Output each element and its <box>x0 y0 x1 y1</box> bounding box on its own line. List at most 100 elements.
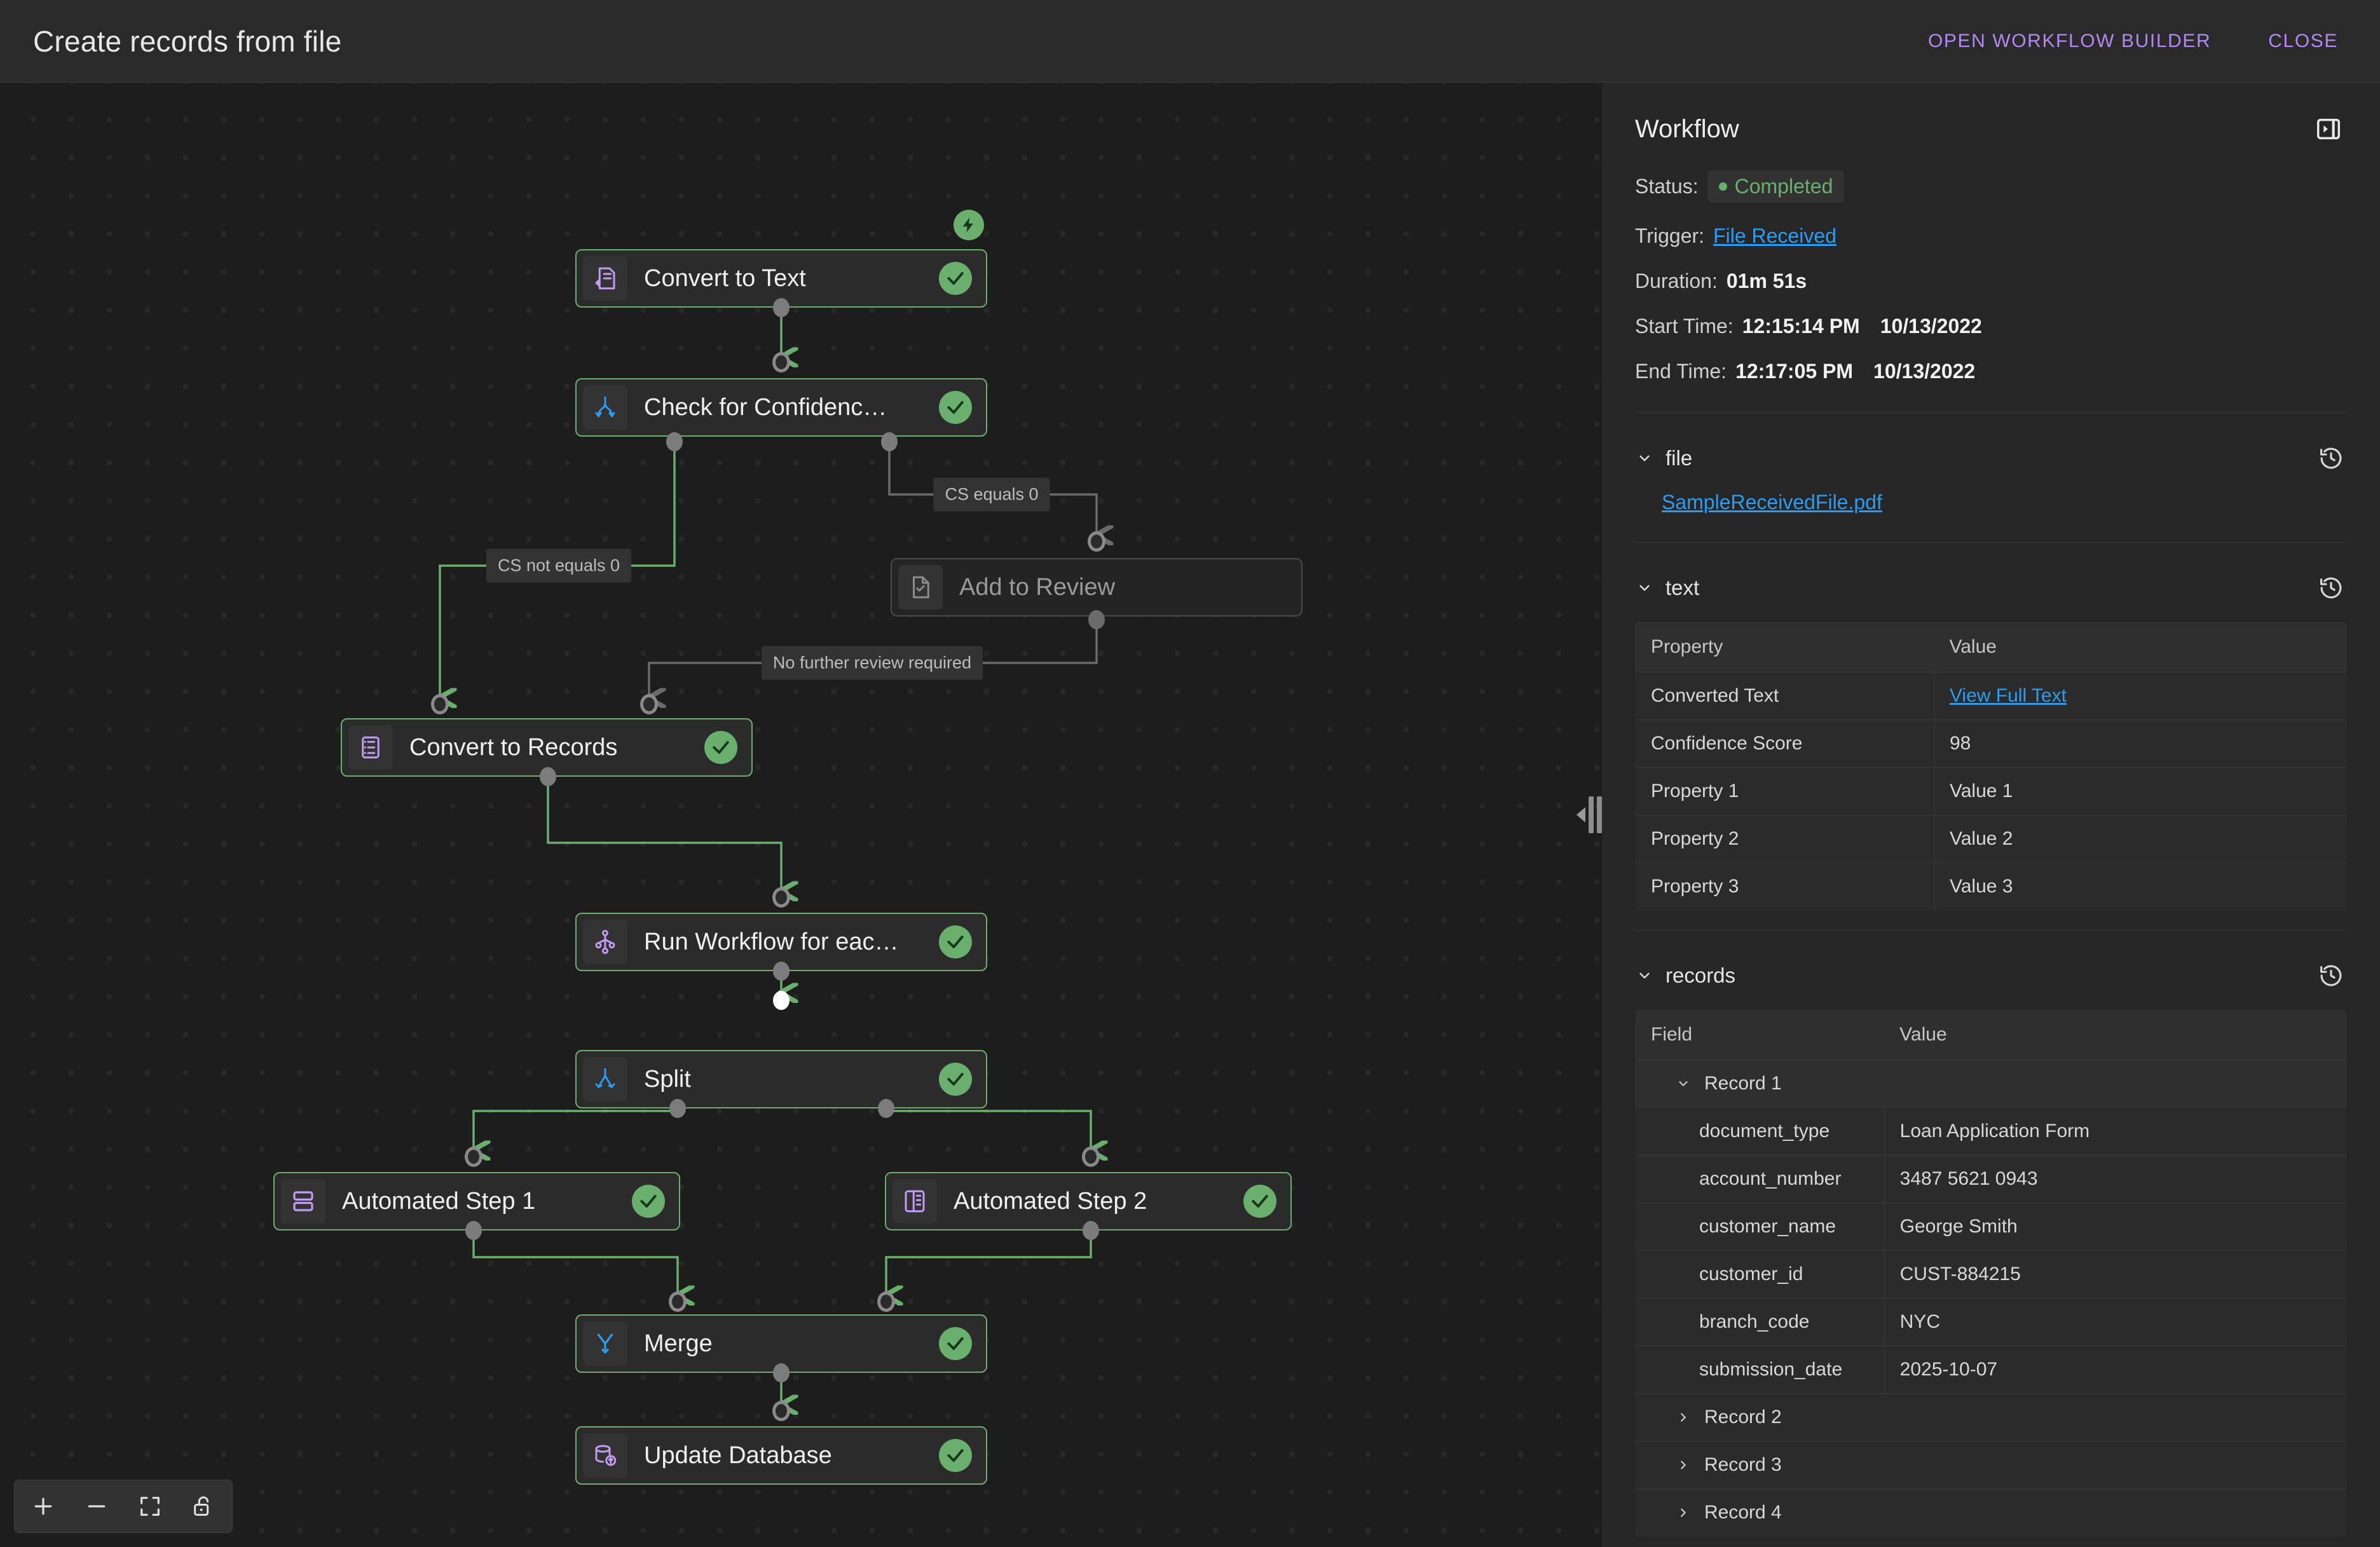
record-group-row[interactable]: Record 2 <box>1636 1393 2346 1441</box>
canvas-zoom-toolbar <box>14 1480 233 1533</box>
section-records-toggle[interactable]: records <box>1635 964 1735 988</box>
node-check-for-confidence[interactable]: Check for Confidenc… <box>575 378 987 437</box>
port-in-merge-left[interactable] <box>669 1291 687 1312</box>
workflow-canvas[interactable]: Convert to Text Check for Confidenc… <box>0 83 1602 1547</box>
unlock-icon[interactable] <box>184 1487 223 1526</box>
port-out-add-to-review[interactable] <box>1088 610 1105 629</box>
cell-record-group: Record 2 <box>1636 1393 2346 1441</box>
port-in-split[interactable] <box>773 991 790 1010</box>
resize-bar <box>1597 796 1602 833</box>
section-text-toggle[interactable]: text <box>1635 576 1699 600</box>
node-automated-step-2[interactable]: Automated Step 2 <box>885 1172 1292 1230</box>
divider <box>1635 412 2347 413</box>
port-in-convert-to-records-a[interactable] <box>431 694 449 714</box>
cell-value: View Full Text <box>1933 672 2346 720</box>
status-check-icon <box>632 1185 665 1218</box>
view-full-text-link[interactable]: View Full Text <box>1949 685 2067 706</box>
record-2-toggle[interactable]: Record 2 <box>1674 1407 2331 1428</box>
history-icon[interactable] <box>2315 442 2347 474</box>
cell-field: branch_code <box>1636 1298 1885 1346</box>
document-convert-icon <box>583 256 627 301</box>
record-group-row[interactable]: Record 1 <box>1636 1060 2346 1108</box>
section-file-header: file <box>1635 428 2347 480</box>
record-1-toggle[interactable]: Record 1 <box>1674 1073 2331 1094</box>
node-update-database[interactable]: Update Database <box>575 1426 987 1485</box>
section-file-toggle[interactable]: file <box>1635 446 1692 470</box>
status-check-icon <box>939 1063 972 1096</box>
port-out-automated-step-1[interactable] <box>465 1221 482 1240</box>
history-icon[interactable] <box>2315 572 2347 604</box>
port-out-split-left[interactable] <box>669 1099 686 1118</box>
cell-field: submission_date <box>1636 1346 1885 1394</box>
port-in-check-confidence[interactable] <box>772 352 790 372</box>
node-convert-to-text[interactable]: Convert to Text <box>575 249 987 308</box>
fit-to-screen-button[interactable] <box>130 1487 170 1526</box>
node-merge[interactable]: Merge <box>575 1314 987 1373</box>
node-label: Automated Step 1 <box>342 1187 536 1215</box>
chevron-right-icon <box>1674 1455 1693 1475</box>
open-workflow-builder-button[interactable]: OPEN WORKFLOW BUILDER <box>1924 24 2215 58</box>
port-out-split-right[interactable] <box>878 1099 894 1118</box>
status-check-icon <box>1243 1185 1276 1218</box>
port-in-run-workflow[interactable] <box>772 887 790 908</box>
port-out-automated-step-2[interactable] <box>1083 1221 1099 1240</box>
chevron-down-icon <box>1635 578 1654 597</box>
port-out-run-workflow[interactable] <box>773 962 790 981</box>
records-table: Field Value Record 1 <box>1635 1009 2347 1537</box>
port-in-merge-right[interactable] <box>877 1291 895 1312</box>
chevron-down-icon <box>1674 1074 1693 1093</box>
panel-collapse-icon[interactable] <box>2310 111 2347 147</box>
zoom-out-button[interactable] <box>77 1487 116 1526</box>
section-records: records Field Value <box>1602 942 2380 1544</box>
node-automated-step-1[interactable]: Automated Step 1 <box>273 1172 680 1230</box>
node-convert-to-records[interactable]: Convert to Records <box>341 718 753 777</box>
cell-property: Confidence Score <box>1636 719 1934 768</box>
node-split[interactable]: Split <box>575 1050 987 1108</box>
trigger-link[interactable]: File Received <box>1713 224 1836 247</box>
cell-value: 3487 5621 0943 <box>1884 1155 2346 1203</box>
record-4-toggle[interactable]: Record 4 <box>1674 1502 2331 1523</box>
port-out-convert-to-text[interactable] <box>773 298 790 317</box>
port-in-add-to-review[interactable] <box>1088 531 1105 552</box>
port-in-convert-to-records-b[interactable] <box>640 694 658 714</box>
port-out-check-left[interactable] <box>666 432 683 451</box>
file-link[interactable]: SampleReceivedFile.pdf <box>1662 491 1882 514</box>
cell-field: customer_name <box>1636 1203 1885 1251</box>
zoom-in-button[interactable] <box>24 1487 63 1526</box>
cell-property: Property 3 <box>1651 876 1739 897</box>
end-time-value: 12:17:05 PM <box>1735 360 1854 383</box>
cell-field: account_number <box>1636 1155 1885 1203</box>
modal-body: Convert to Text Check for Confidenc… <box>0 83 2380 1547</box>
port-out-check-right[interactable] <box>881 432 898 451</box>
node-run-workflow-for-each[interactable]: Run Workflow for eac… <box>575 913 987 971</box>
cell-field: document_type <box>1636 1107 1885 1155</box>
header-actions: OPEN WORKFLOW BUILDER CLOSE <box>1924 24 2342 58</box>
port-out-convert-to-records[interactable] <box>540 767 556 786</box>
port-in-update-database[interactable] <box>772 1401 790 1421</box>
close-button[interactable]: CLOSE <box>2264 24 2342 58</box>
status-check-icon <box>939 262 972 295</box>
text-properties-table: Property Value Converted Text View Full … <box>1635 622 2347 911</box>
trigger-label: Trigger: <box>1635 224 1705 247</box>
end-date-value: 10/13/2022 <box>1873 360 1976 383</box>
port-in-automated-step-2[interactable] <box>1082 1147 1100 1167</box>
edge-label-cs-not-equals-0: CS not equals 0 <box>486 549 632 583</box>
panel-header: Workflow <box>1602 83 2380 154</box>
port-in-automated-step-1[interactable] <box>465 1147 482 1167</box>
record-group-row[interactable]: Record 4 <box>1636 1489 2346 1537</box>
panel-resize-handle[interactable] <box>1576 791 1602 838</box>
table-row: Property 1 Value 1 <box>1636 767 2346 815</box>
start-time-value: 12:15:14 PM <box>1742 315 1860 337</box>
record-group-name: Record 1 <box>1704 1073 1782 1094</box>
columns-icon <box>892 1179 937 1223</box>
history-icon[interactable] <box>2315 960 2347 992</box>
chevron-down-icon <box>1635 966 1654 985</box>
node-label: Merge <box>644 1330 713 1357</box>
node-add-to-review[interactable]: Add to Review <box>891 558 1303 617</box>
port-out-merge[interactable] <box>773 1363 790 1382</box>
cell-property: Property 1 <box>1636 767 1934 815</box>
cell-value: Value 2 <box>1933 815 2346 863</box>
record-group-row[interactable]: Record 3 <box>1636 1441 2346 1489</box>
record-3-toggle[interactable]: Record 3 <box>1674 1454 2331 1476</box>
table-row: customer_id CUST-884215 <box>1636 1250 2346 1298</box>
